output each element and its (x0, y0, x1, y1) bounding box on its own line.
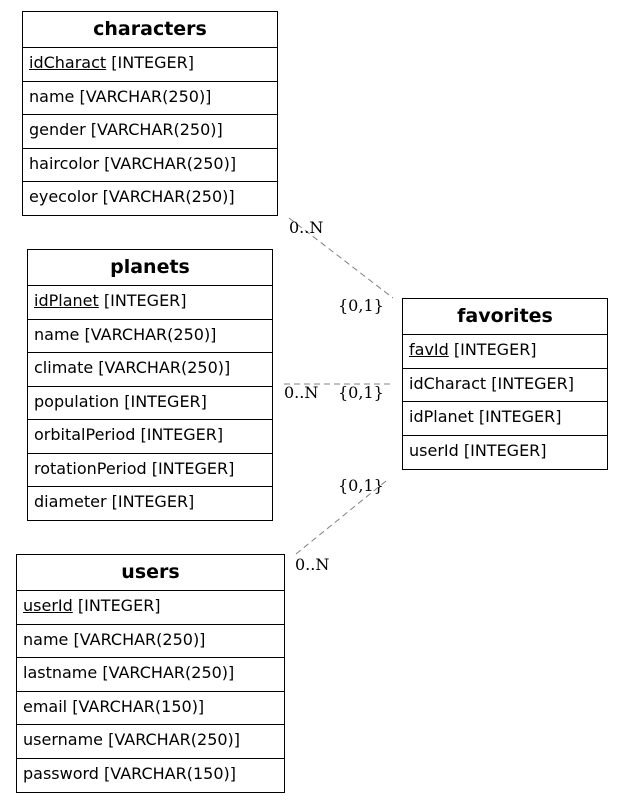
field-row: name [VARCHAR(250)] (17, 625, 284, 658)
field-row-pk: idCharact [INTEGER] (23, 48, 277, 82)
field-type: [INTEGER] (72, 596, 161, 615)
field-row: climate [VARCHAR(250)] (28, 353, 272, 387)
field-row: haircolor [VARCHAR(250)] (23, 149, 277, 182)
primary-key: idPlanet (34, 291, 99, 310)
cardinality-label: 0..N (295, 555, 330, 574)
entity-title: planets (28, 250, 272, 286)
field-row-pk: favId [INTEGER] (403, 335, 607, 369)
field-type: [INTEGER] (98, 291, 187, 310)
field-type: [INTEGER] (106, 53, 194, 72)
field-row: lastname [VARCHAR(250)] (17, 658, 284, 692)
entity-users[interactable]: users userId [INTEGER] name [VARCHAR(250… (16, 554, 285, 793)
cardinality-label: {0,1} (338, 476, 384, 495)
edge-characters-favorites (288, 217, 394, 299)
entity-title: favorites (403, 299, 607, 335)
cardinality-label: 0..N (289, 218, 324, 237)
field-row: gender [VARCHAR(250)] (23, 115, 277, 149)
field-row: idPlanet [INTEGER] (403, 402, 607, 436)
entity-characters[interactable]: characters idCharact [INTEGER] name [VAR… (22, 11, 278, 216)
field-row: rotationPeriod [INTEGER] (28, 454, 272, 487)
primary-key: idCharact (29, 53, 107, 72)
primary-key: favId (409, 340, 449, 359)
cardinality-label: {0,1} (338, 296, 384, 315)
field-row: idCharact [INTEGER] (403, 369, 607, 402)
entity-planets[interactable]: planets idPlanet [INTEGER] name [VARCHAR… (27, 249, 273, 521)
field-row: userId [INTEGER] (409, 440, 547, 460)
field-row: population [INTEGER] (28, 387, 272, 420)
entity-title: users (17, 555, 284, 591)
field-row-pk: userId [INTEGER] (17, 591, 284, 625)
primary-key: userId (23, 596, 73, 615)
field-type: [INTEGER] (448, 340, 537, 359)
field-row-pk: idPlanet [INTEGER] (28, 286, 272, 320)
field-row: password [VARCHAR(150)] (23, 763, 237, 783)
field-row: username [VARCHAR(250)] (17, 725, 284, 759)
cardinality-label: {0,1} (338, 383, 384, 402)
field-row: name [VARCHAR(250)] (28, 320, 272, 353)
entity-favorites[interactable]: favorites favId [INTEGER] idCharact [INT… (402, 298, 608, 470)
field-row: eyecolor [VARCHAR(250)] (29, 187, 235, 206)
field-row: orbitalPeriod [INTEGER] (28, 420, 272, 454)
cardinality-label: 0..N (284, 383, 319, 402)
field-row: name [VARCHAR(250)] (23, 82, 277, 115)
field-row: diameter [INTEGER] (34, 492, 195, 511)
field-row: email [VARCHAR(150)] (17, 692, 284, 725)
entity-title: characters (23, 12, 277, 48)
